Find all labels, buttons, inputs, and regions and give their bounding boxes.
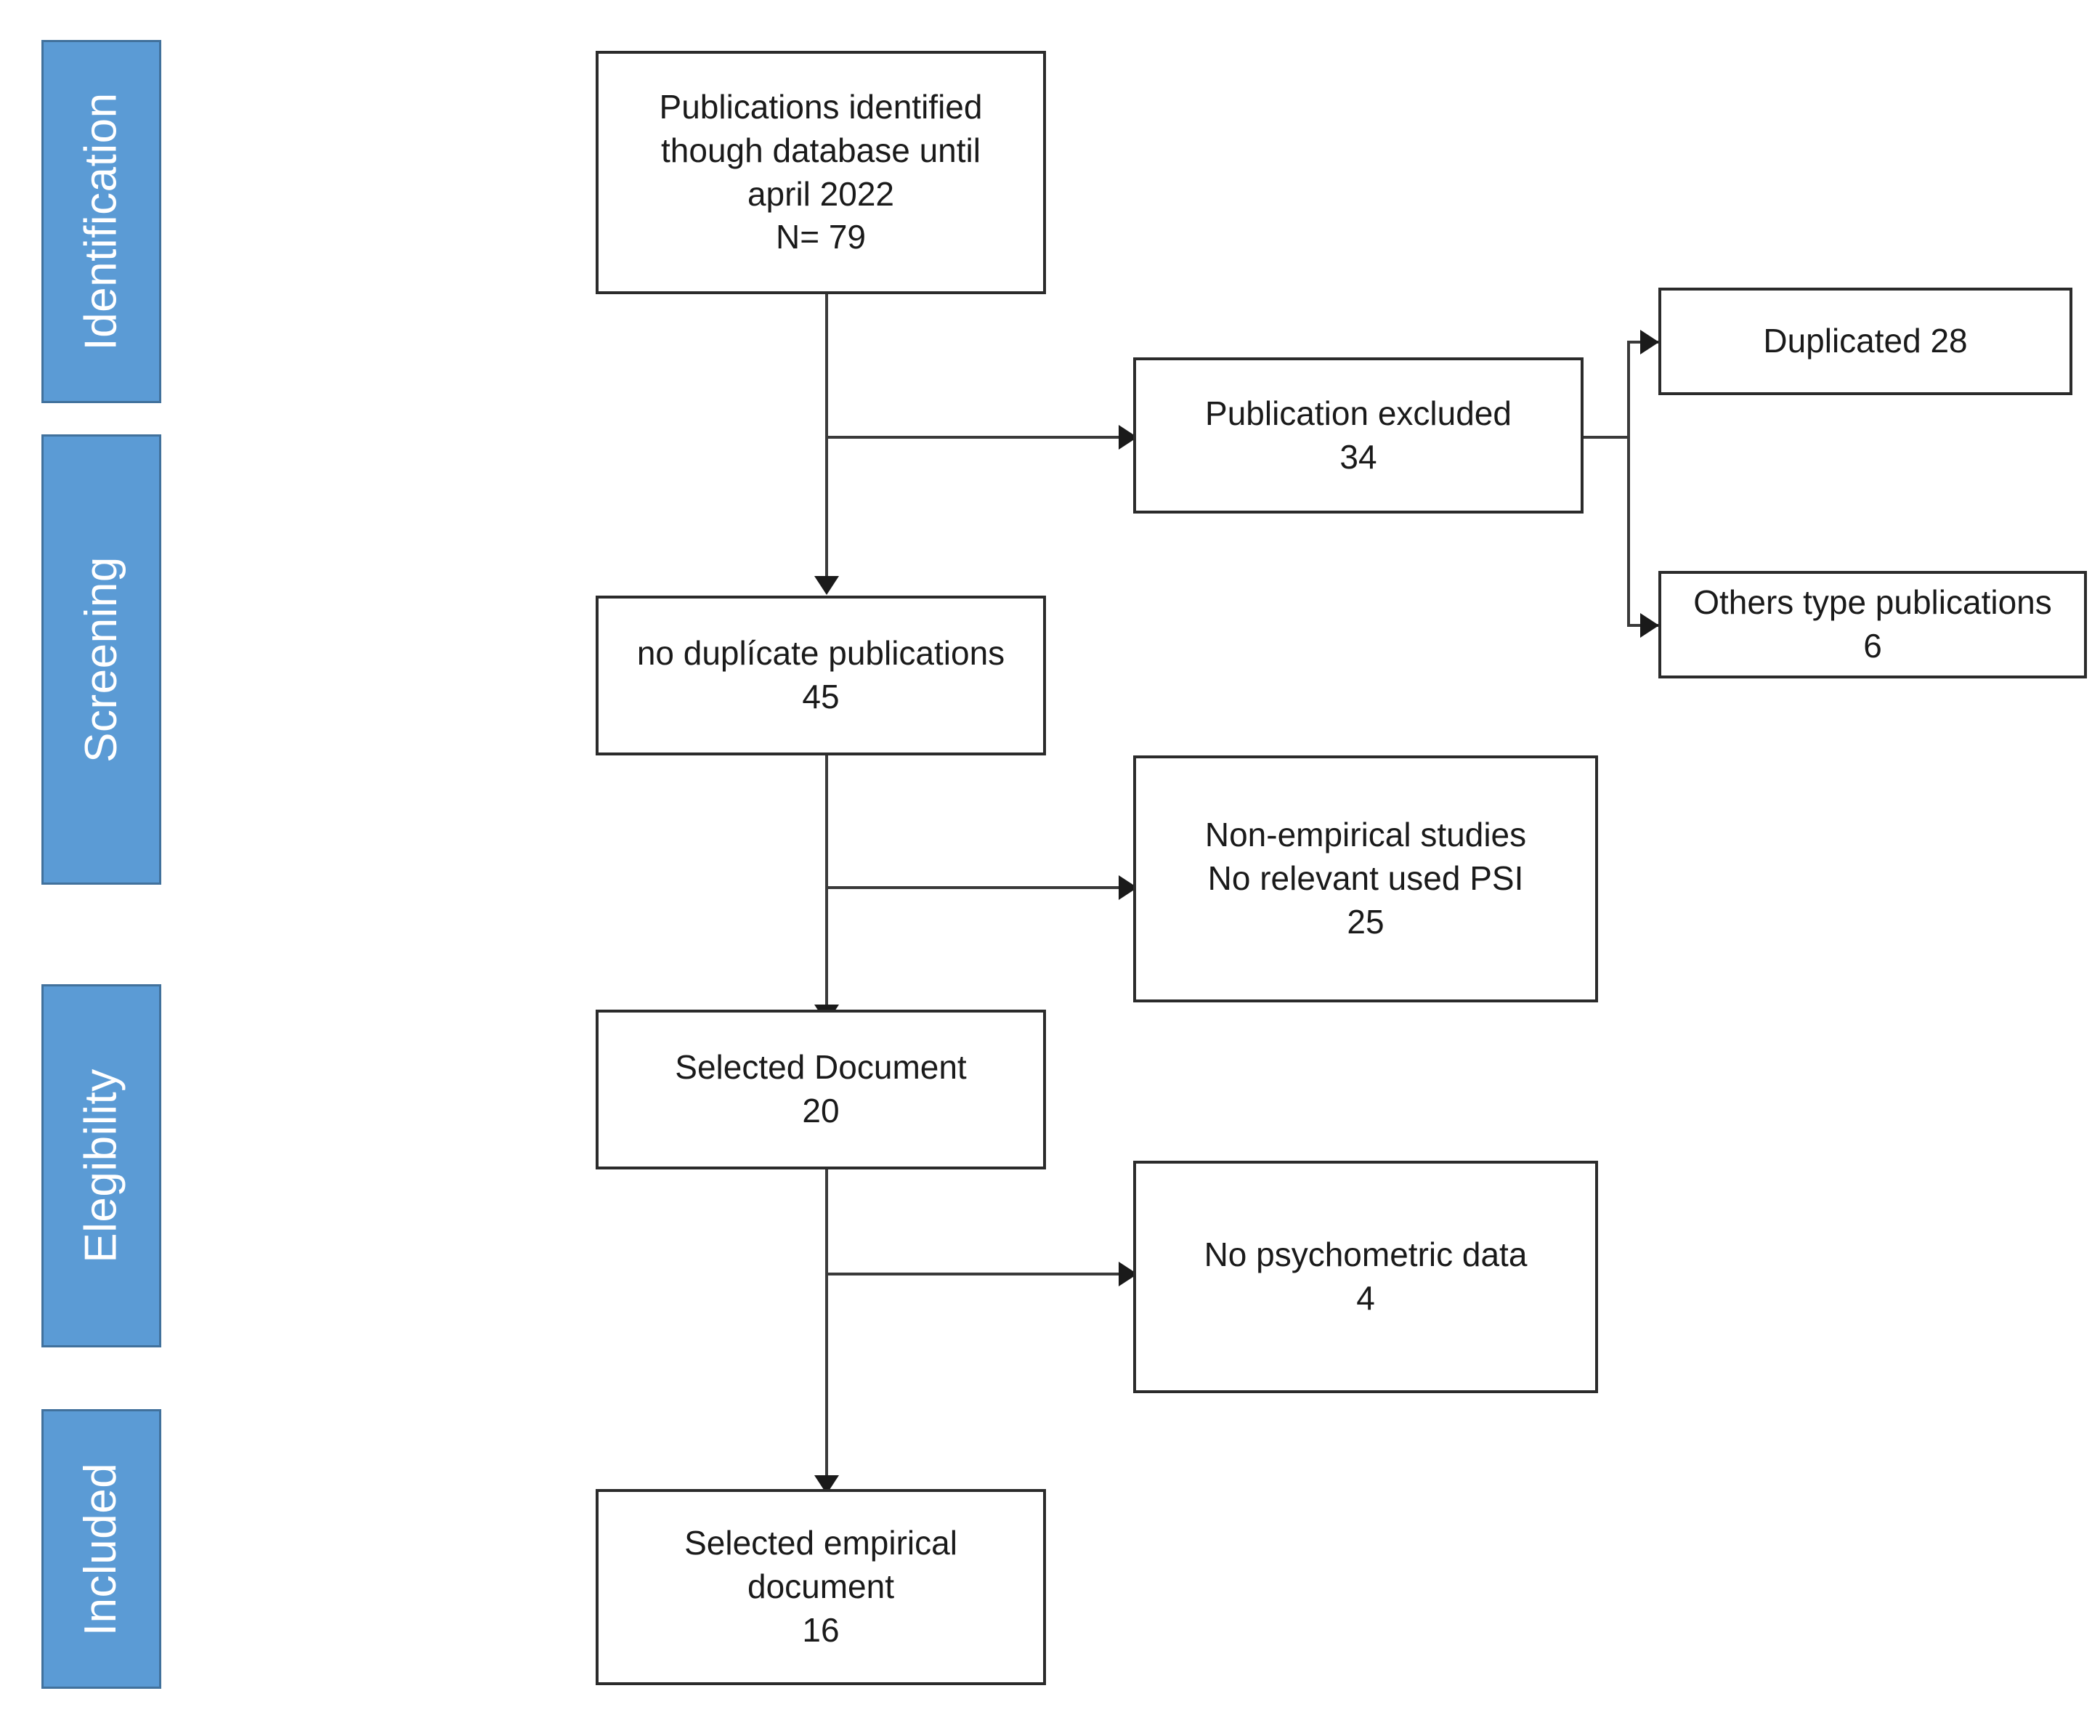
node-no-psychometric-data: No psychometric data 4 bbox=[1133, 1161, 1598, 1393]
node-selected-document: Selected Document 20 bbox=[596, 1010, 1046, 1169]
connector-no-duplicates-to-selected-document bbox=[825, 755, 828, 1010]
node-no-duplicate-publications-text: no duplícate publications 45 bbox=[636, 634, 1005, 715]
arrowhead-identified-to-no-duplicates bbox=[814, 576, 839, 595]
arrowhead-excluded-to-duplicated bbox=[1640, 330, 1659, 354]
stage-bar-identification: Identification bbox=[41, 40, 161, 403]
node-selected-empirical-document: Selected empirical document 16 bbox=[596, 1489, 1046, 1685]
connector-excluded-branch-stem bbox=[1584, 436, 1630, 439]
connector-selected-document-to-selected-empirical bbox=[825, 1169, 828, 1482]
node-publications-identified: Publications identified though database … bbox=[596, 51, 1046, 294]
connector-excluded-branch-trunk bbox=[1627, 341, 1630, 627]
node-publication-excluded: Publication excluded 34 bbox=[1133, 357, 1584, 514]
connector-identified-to-excluded bbox=[825, 436, 1133, 439]
node-non-empirical-studies: Non-empirical studies No relevant used P… bbox=[1133, 755, 1598, 1002]
stage-label-included: Included bbox=[76, 1462, 126, 1636]
node-publication-excluded-text: Publication excluded 34 bbox=[1205, 394, 1512, 476]
stage-bar-screening: Screening bbox=[41, 434, 161, 885]
node-selected-document-text: Selected Document 20 bbox=[675, 1048, 967, 1129]
stage-bar-included: Included bbox=[41, 1409, 161, 1689]
node-no-duplicate-publications: no duplícate publications 45 bbox=[596, 596, 1046, 755]
node-no-psychometric-data-text: No psychometric data 4 bbox=[1204, 1236, 1528, 1317]
node-others-type-publications-text: Others type publications 6 bbox=[1693, 583, 2052, 665]
stage-label-screening: Screening bbox=[76, 556, 126, 763]
connector-no-duplicates-to-non-empirical bbox=[825, 886, 1133, 889]
node-duplicated-text: Duplicated 28 bbox=[1763, 322, 1968, 360]
arrowhead-excluded-to-others-type bbox=[1640, 613, 1659, 638]
node-duplicated: Duplicated 28 bbox=[1658, 288, 2072, 395]
node-non-empirical-studies-text: Non-empirical studies No relevant used P… bbox=[1204, 816, 1527, 941]
connector-selected-document-to-no-psychometric bbox=[825, 1273, 1133, 1275]
stage-label-identification: Identification bbox=[76, 92, 126, 351]
node-publications-identified-text: Publications identified though database … bbox=[659, 87, 983, 256]
node-others-type-publications: Others type publications 6 bbox=[1658, 571, 2087, 678]
node-selected-empirical-document-text: Selected empirical document 16 bbox=[684, 1524, 957, 1649]
stage-label-eligibility: Elegibility bbox=[76, 1068, 126, 1263]
stage-bar-eligibility: Elegibility bbox=[41, 984, 161, 1347]
